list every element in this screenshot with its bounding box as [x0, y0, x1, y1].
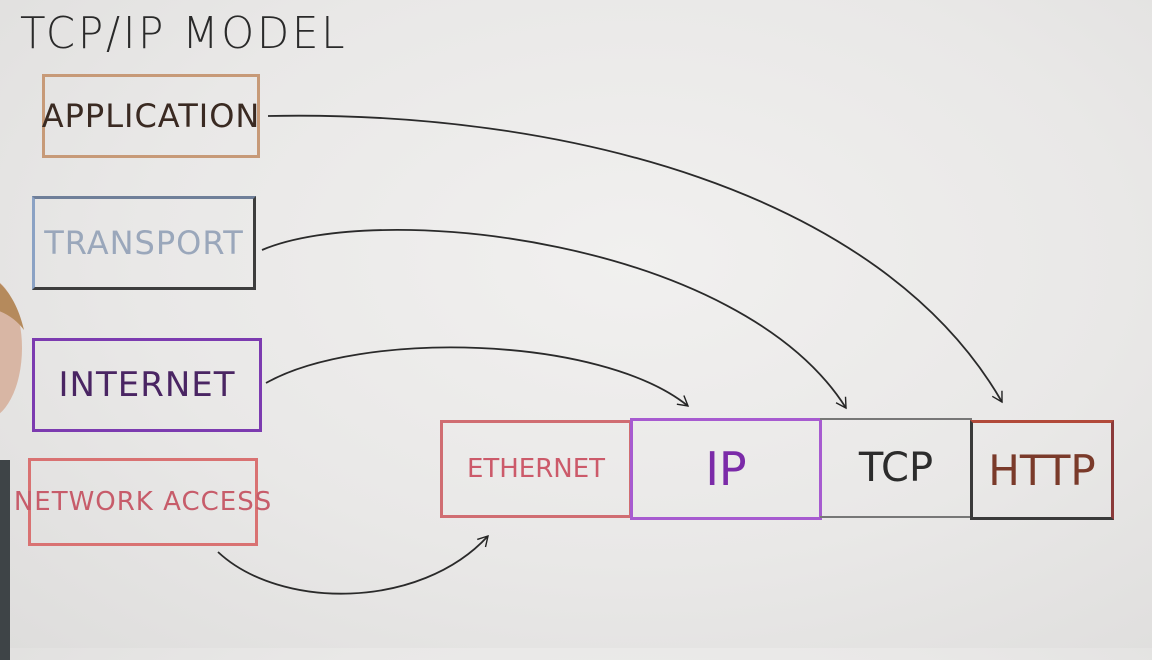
arrow-application-to-http — [267, 114, 1003, 404]
layer-transport-box: TRANSPORT — [32, 196, 256, 290]
packet-cell-http: HTTP — [970, 420, 1114, 520]
layer-application-box: APPLICATION — [42, 74, 260, 158]
packet-cell-ip: IP — [630, 418, 822, 520]
arrow-network-access-to-ethernet — [217, 534, 489, 595]
packet-cell-ethernet: ETHERNET — [440, 420, 632, 518]
packet-cell-tcp: TCP — [820, 418, 972, 518]
diagram-title: TCP/IP MODEL — [20, 8, 348, 59]
layer-internet-box: INTERNET — [32, 338, 262, 432]
presenter-silhouette — [0, 282, 24, 660]
layer-network-access-box: NETWORK ACCESS — [14, 458, 271, 546]
arrow-transport-to-tcp — [261, 229, 847, 410]
arrow-internet-to-ip — [265, 346, 690, 407]
